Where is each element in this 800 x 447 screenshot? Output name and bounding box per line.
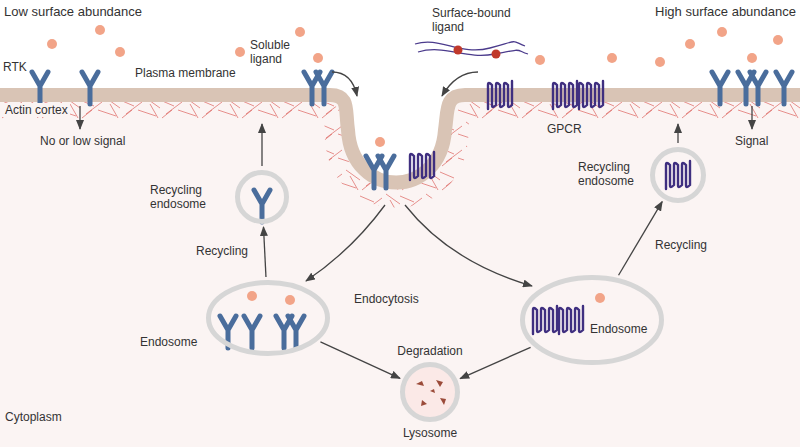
node-label: Recycling endosome [578, 160, 648, 188]
annotation-label: Surface-bound ligand [432, 6, 527, 34]
annotation-label: Actin cortex [3, 103, 70, 117]
annotation-label: GPCR [545, 122, 584, 136]
endosome: Endosome [206, 280, 330, 356]
endosome: Recycling endosome [235, 170, 289, 224]
node-label: Lysosome [390, 426, 470, 440]
annotation-label: Endocytosis [352, 292, 421, 306]
vesicle-outline [650, 147, 706, 203]
vesicle-outline [520, 275, 664, 365]
vesicle-outline [206, 280, 330, 356]
vesicle-outline [235, 170, 289, 224]
annotation-label: Cytoplasm [5, 410, 85, 424]
annotation-label: Plasma membrane [135, 66, 245, 80]
transport-arrow [460, 347, 530, 378]
endosome: Recycling endosome [650, 147, 706, 203]
edge-label: Recycling [196, 244, 258, 258]
annotation-label: Signal [735, 134, 785, 148]
lysosome: DegradationLysosome [400, 362, 460, 422]
transport-arrow [263, 227, 265, 277]
edge-label: Recycling [655, 238, 717, 252]
transport-arrow [320, 342, 400, 378]
node-label: Recycling endosome [150, 183, 230, 211]
annotation-label: No or low signal [40, 134, 150, 148]
annotation-label: Soluble ligand [250, 38, 300, 66]
annotation-label: RTK [3, 60, 31, 74]
endosome: Endosome [520, 275, 664, 365]
annotation-label: High surface abundance [620, 4, 796, 20]
node-label: Endosome [140, 335, 210, 349]
node-label: Endosome [590, 322, 654, 336]
annotation-label: Low surface abundance [4, 4, 174, 20]
node-label: Degradation [390, 344, 470, 358]
vesicle-outline [400, 362, 460, 422]
